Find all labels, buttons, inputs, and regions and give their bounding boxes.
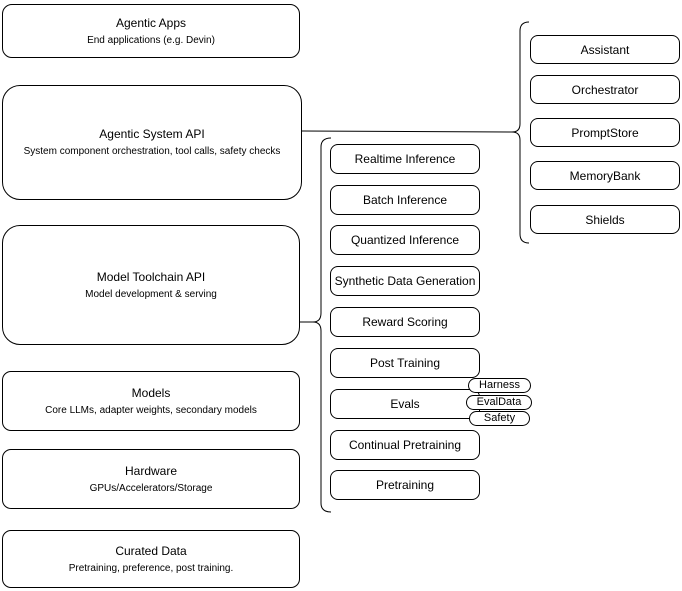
node-subtitle: End applications (e.g. Devin) [87, 34, 215, 46]
node-subtitle: System component orchestration, tool cal… [23, 146, 281, 157]
node-label: Evals [390, 397, 420, 411]
node-pretraining: Pretraining [330, 470, 480, 500]
node-hardware: Hardware GPUs/Accelerators/Storage [2, 449, 300, 509]
node-title: Curated Data [115, 543, 187, 558]
tag-evaldata: EvalData [466, 395, 532, 410]
node-subtitle: Pretraining, preference, post training. [68, 562, 234, 574]
node-memorybank: MemoryBank [530, 161, 680, 190]
node-orchestrator: Orchestrator [530, 75, 680, 104]
tag-label: Harness [479, 379, 520, 391]
tag-harness: Harness [468, 378, 531, 393]
tag-label: Safety [483, 412, 516, 424]
node-subtitle: Model development & serving [85, 288, 217, 300]
node-promptstore: PromptStore [530, 118, 680, 147]
node-title: Agentic Apps [115, 15, 187, 30]
node-agentic-system-api: Agentic System API System component orch… [2, 85, 302, 200]
node-label: Continual Pretraining [348, 438, 462, 452]
node-post-training: Post Training [330, 348, 480, 378]
node-label: Realtime Inference [354, 152, 456, 166]
connector-system-api-to-components [301, 130, 513, 133]
node-model-toolchain-api: Model Toolchain API Model development & … [2, 225, 300, 345]
node-title: Model Toolchain API [96, 269, 206, 284]
node-label: Quantized Inference [350, 233, 460, 247]
node-title: Models [131, 385, 171, 400]
node-label: Pretraining [375, 478, 435, 492]
node-curated-data: Curated Data Pretraining, preference, po… [2, 530, 300, 588]
node-label: Synthetic Data Generation [334, 274, 476, 288]
node-title: Hardware [124, 463, 178, 478]
node-models: Models Core LLMs, adapter weights, secon… [2, 371, 300, 431]
node-shields: Shields [530, 205, 680, 234]
node-realtime-inference: Realtime Inference [330, 144, 480, 174]
node-quantized-inference: Quantized Inference [330, 225, 480, 255]
node-evals: Evals [330, 389, 480, 419]
node-reward-scoring: Reward Scoring [330, 307, 480, 337]
node-title: Agentic System API [99, 127, 205, 141]
node-agentic-apps: Agentic Apps End applications (e.g. Devi… [2, 4, 300, 58]
node-continual-pretraining: Continual Pretraining [330, 430, 480, 460]
node-label: Shields [585, 212, 625, 227]
node-subtitle: Core LLMs, adapter weights, secondary mo… [45, 404, 257, 416]
node-label: Batch Inference [362, 193, 448, 207]
tag-safety: Safety [469, 411, 530, 426]
node-label: Reward Scoring [362, 315, 448, 329]
node-assistant: Assistant [530, 35, 680, 64]
bracket-system-components [511, 21, 530, 244]
node-label: Post Training [369, 356, 441, 370]
node-synthetic-data-generation: Synthetic Data Generation [330, 266, 480, 296]
node-label: MemoryBank [569, 168, 641, 183]
tag-label: EvalData [476, 396, 522, 408]
node-subtitle: GPUs/Accelerators/Storage [89, 482, 213, 494]
node-batch-inference: Batch Inference [330, 185, 480, 215]
bracket-toolchain-items [312, 137, 332, 513]
node-label: PromptStore [571, 125, 639, 140]
node-label: Assistant [580, 42, 630, 57]
node-label: Orchestrator [571, 82, 639, 97]
